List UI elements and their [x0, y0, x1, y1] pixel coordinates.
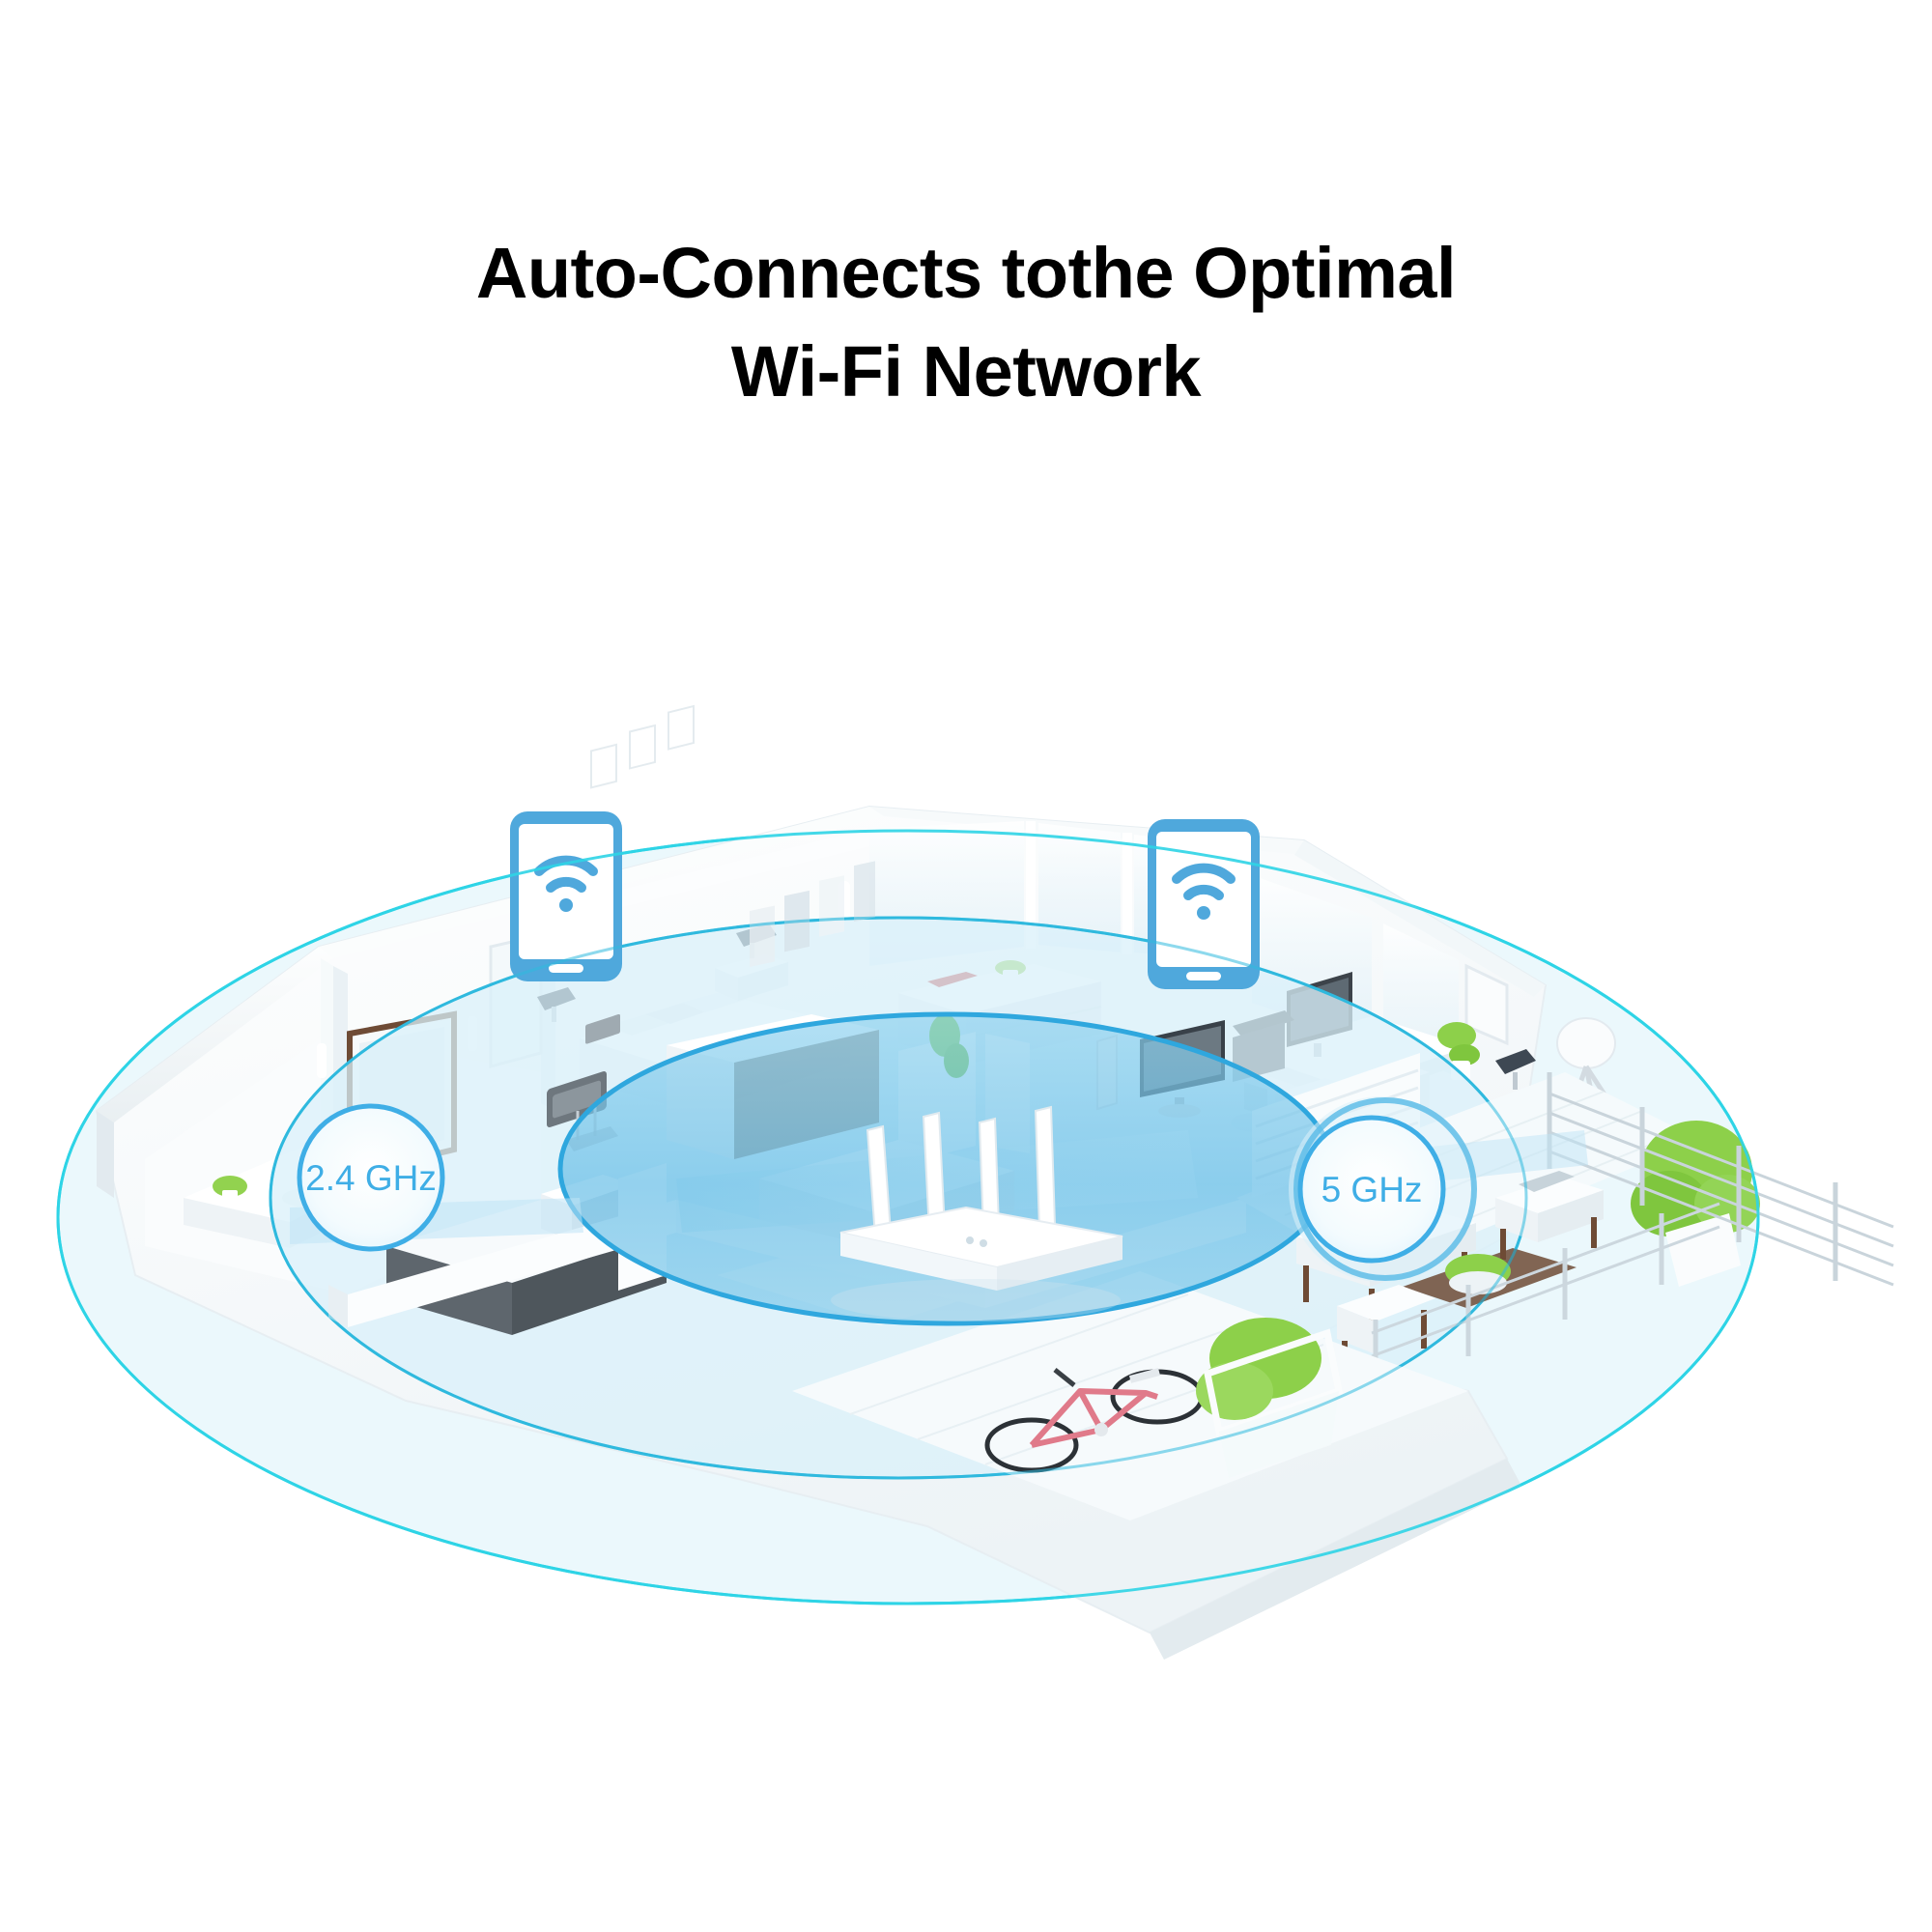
title-line-2: Wi-Fi Network: [730, 331, 1202, 412]
wifi-signal-icon: [1172, 863, 1236, 920]
planter-box: [1196, 1318, 1344, 1478]
badge-5ghz-label: 5 GHz: [1321, 1170, 1423, 1209]
badge-5ghz: 5 GHz: [1289, 1096, 1477, 1282]
coverage-outline-overlay: [56, 829, 1760, 1605]
badge-2-4ghz: 2.4 GHz: [297, 1103, 445, 1252]
title-line-1: Auto-Connects tothe Optimal: [475, 233, 1457, 313]
wifi-router: [831, 1105, 1123, 1321]
page-title: Auto-Connects tothe Optimal Wi-Fi Networ…: [0, 224, 1932, 421]
outdoor-walkway: [792, 1271, 1468, 1520]
home-coverage-illustration: 2.4 GHz 5 GHz: [0, 657, 1932, 1777]
badge-2-4ghz-label: 2.4 GHz: [305, 1158, 437, 1198]
phone-left: [510, 811, 622, 981]
